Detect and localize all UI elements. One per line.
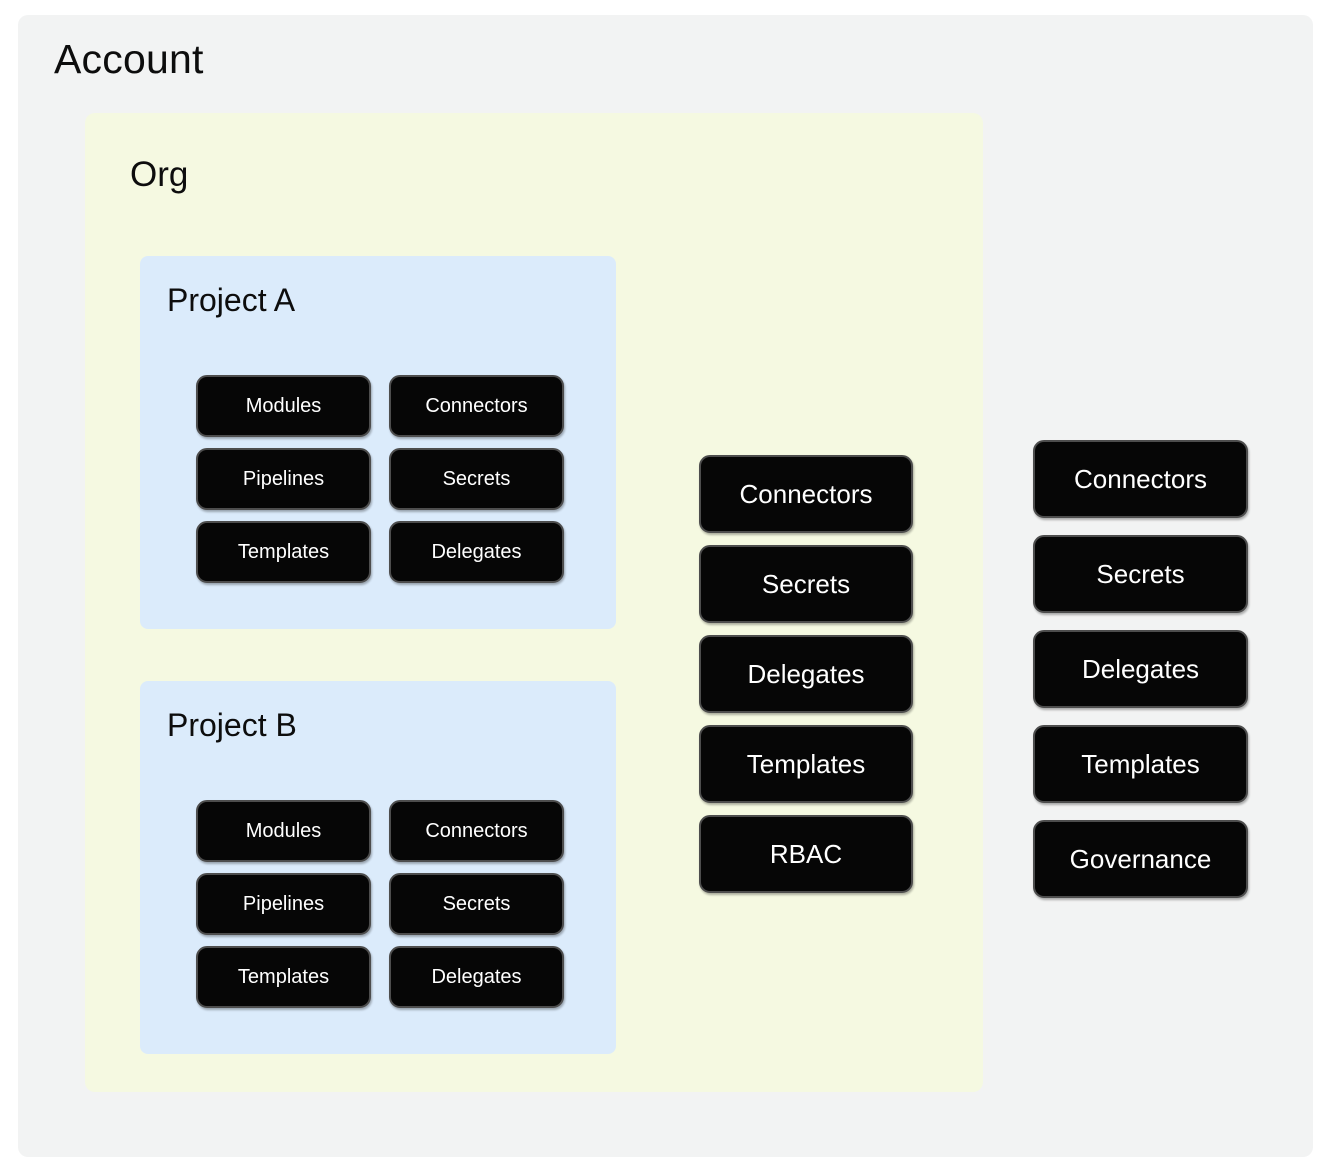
project-scope-container: Project B Modules Connectors Pipelines S… — [140, 681, 616, 1054]
resource-chip-secrets[interactable]: Secrets — [389, 448, 564, 510]
project-scope-title: Project B — [167, 707, 297, 743]
resource-chip-templates[interactable]: Templates — [1033, 725, 1248, 803]
account-resource-column: Connectors Secrets Delegates Templates G… — [1033, 440, 1248, 898]
resource-chip-templates[interactable]: Templates — [196, 521, 371, 583]
resource-chip-delegates[interactable]: Delegates — [1033, 630, 1248, 708]
resource-chip-modules[interactable]: Modules — [196, 800, 371, 862]
resource-chip-pipelines[interactable]: Pipelines — [196, 448, 371, 510]
org-scope-title: Org — [130, 155, 189, 194]
resource-chip-secrets[interactable]: Secrets — [389, 873, 564, 935]
resource-chip-rbac[interactable]: RBAC — [699, 815, 913, 893]
project-scope-container: Project A Modules Connectors Pipelines S… — [140, 256, 616, 629]
account-scope-title: Account — [54, 36, 204, 82]
org-scope-container: Org Project A Modules Connectors Pipelin… — [85, 113, 983, 1092]
resource-chip-secrets[interactable]: Secrets — [699, 545, 913, 623]
org-resource-column: Connectors Secrets Delegates Templates R… — [699, 455, 913, 893]
account-scope-container: Account Org Project A Modules Connectors… — [18, 15, 1313, 1157]
resource-chip-delegates[interactable]: Delegates — [699, 635, 913, 713]
resource-chip-templates[interactable]: Templates — [699, 725, 913, 803]
resource-chip-delegates[interactable]: Delegates — [389, 521, 564, 583]
resource-chip-modules[interactable]: Modules — [196, 375, 371, 437]
resource-chip-connectors[interactable]: Connectors — [389, 375, 564, 437]
resource-chip-governance[interactable]: Governance — [1033, 820, 1248, 898]
resource-chip-connectors[interactable]: Connectors — [1033, 440, 1248, 518]
resource-chip-connectors[interactable]: Connectors — [389, 800, 564, 862]
project-resource-grid: Modules Connectors Pipelines Secrets Tem… — [196, 800, 564, 1008]
resource-chip-secrets[interactable]: Secrets — [1033, 535, 1248, 613]
resource-chip-delegates[interactable]: Delegates — [389, 946, 564, 1008]
resource-chip-pipelines[interactable]: Pipelines — [196, 873, 371, 935]
project-resource-grid: Modules Connectors Pipelines Secrets Tem… — [196, 375, 564, 583]
resource-chip-connectors[interactable]: Connectors — [699, 455, 913, 533]
project-scope-title: Project A — [167, 282, 296, 318]
resource-chip-templates[interactable]: Templates — [196, 946, 371, 1008]
